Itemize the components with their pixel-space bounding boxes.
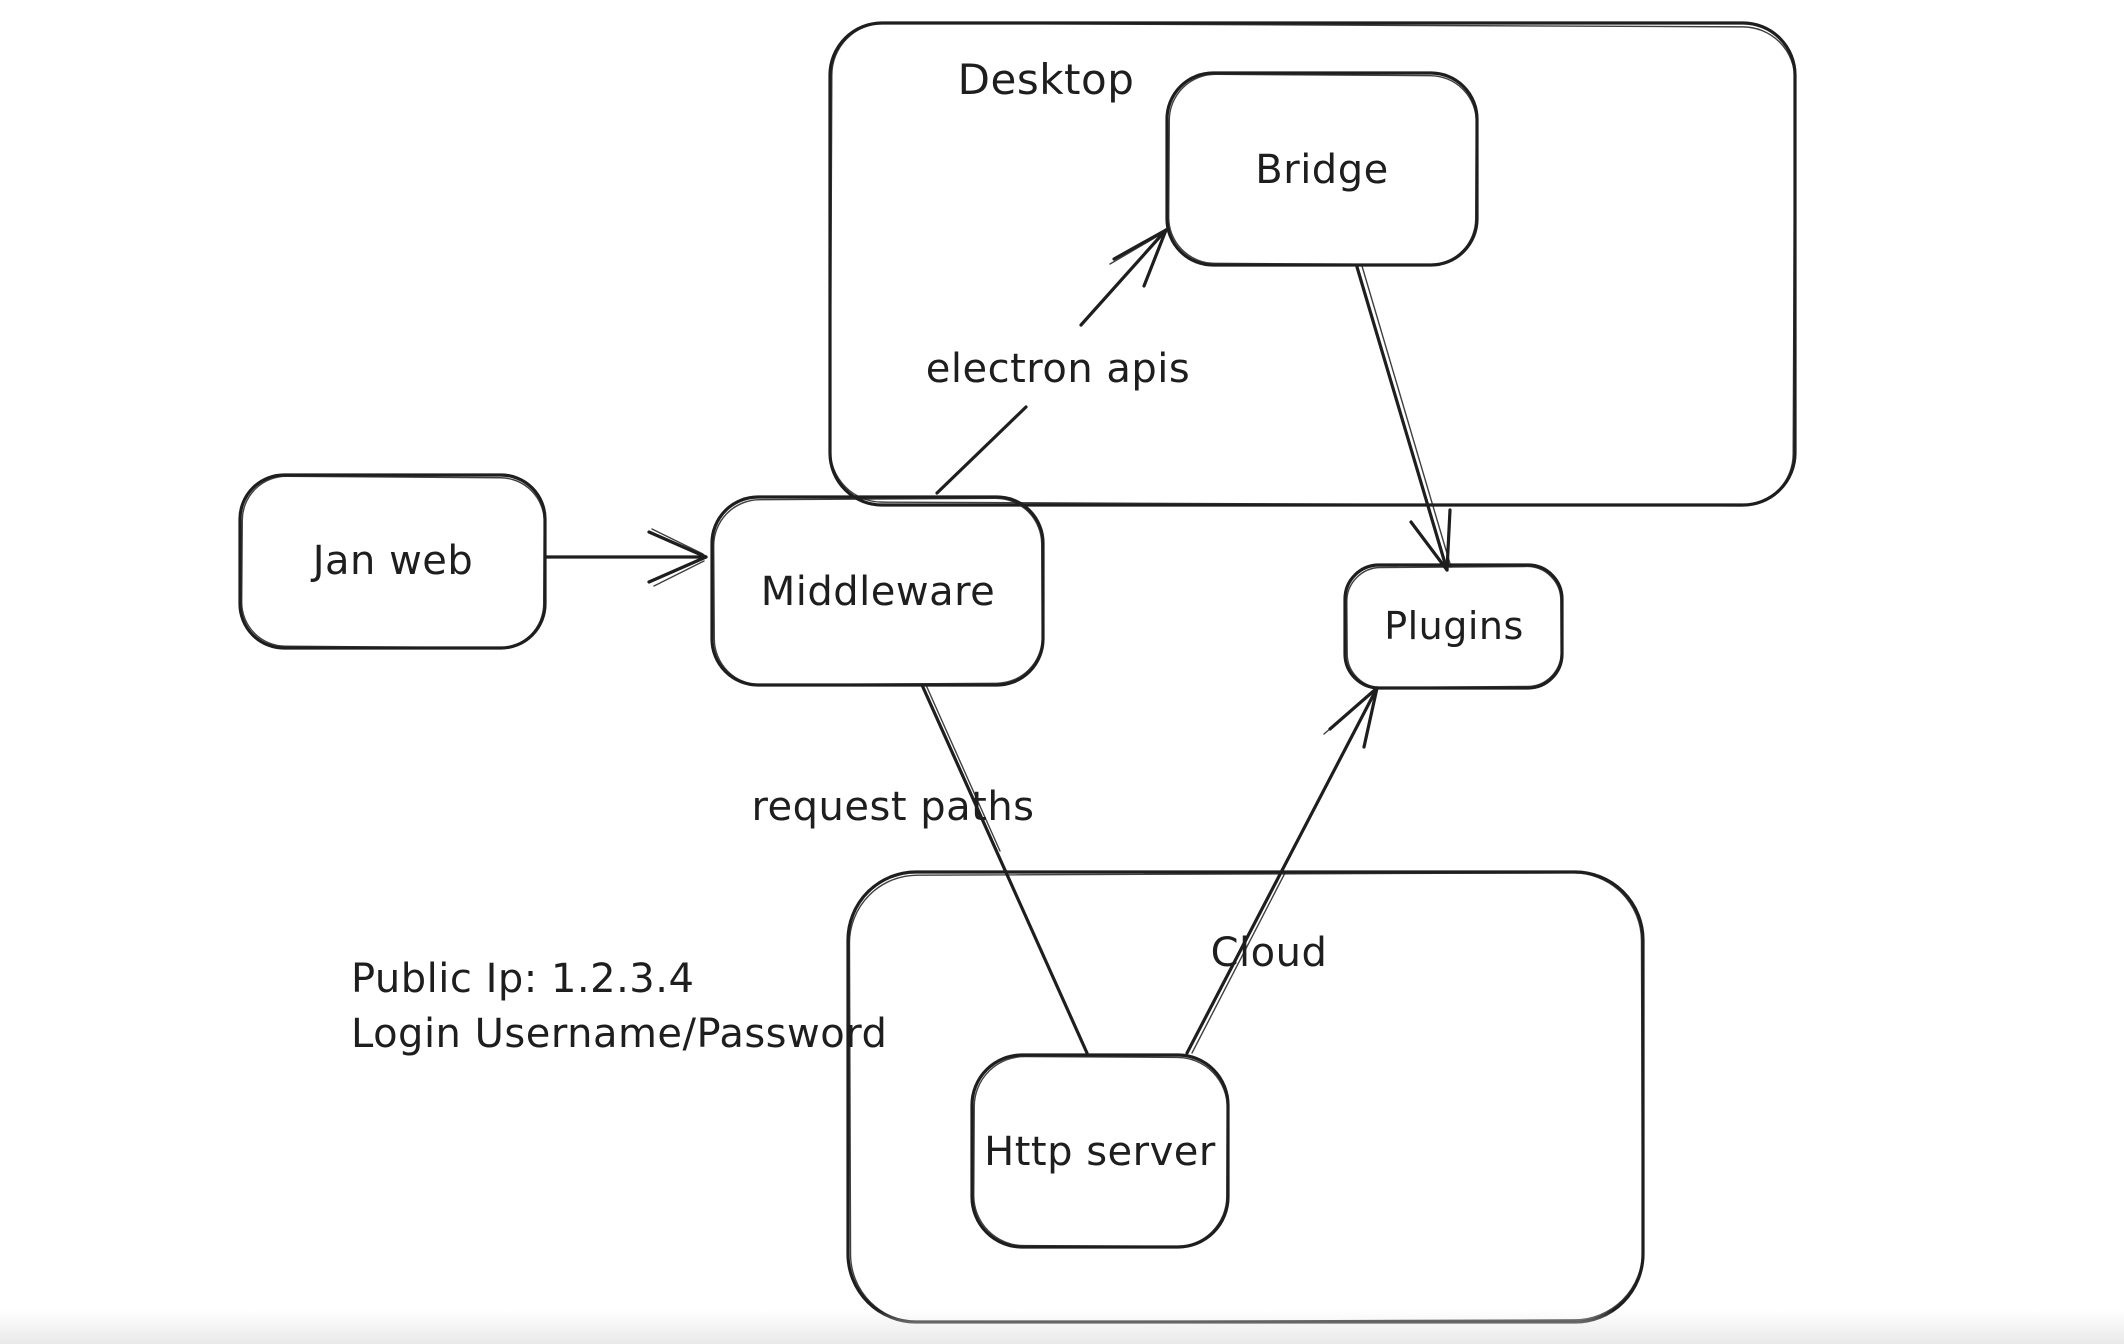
cloud-container-label: Cloud xyxy=(1210,930,1328,976)
arrow-bridge-to-plugins xyxy=(1355,265,1452,572)
plugins-node-box xyxy=(1343,563,1564,690)
arrow-bridge-to-plugins-shaft xyxy=(1355,265,1449,572)
credentials-note-login: Login Username/Password xyxy=(351,1011,888,1058)
desktop-container-label: Desktop xyxy=(957,54,1135,104)
desktop-container-box xyxy=(828,21,1797,507)
arrow-bridge-to-plugins-head-icon xyxy=(1409,508,1452,572)
credentials-note-public-ip: Public Ip: 1.2.3.4 xyxy=(351,956,695,1002)
desktop-container-box-sketch-stroke xyxy=(829,22,1796,507)
bridge-node-label: Bridge xyxy=(1255,147,1389,193)
arrow-jan-web-to-middleware xyxy=(543,528,708,587)
http-server-node-label: Http server xyxy=(984,1129,1216,1175)
middleware-node-box-sketch-stroke xyxy=(713,497,1043,686)
arrow-http-server-to-plugins-shaft-sketch xyxy=(1191,872,1286,1054)
electron-apis-edge-label: electron apis xyxy=(925,346,1191,392)
arrow-middleware-to-bridge-head-icon xyxy=(1112,228,1168,288)
line-middleware-to-http-server xyxy=(920,683,1089,1055)
line-middleware-to-http-server-sketch xyxy=(925,684,1001,852)
arrow-bridge-to-plugins-shaft-sketch xyxy=(1361,265,1452,568)
arrow-jan-web-to-middleware-head-icon xyxy=(647,530,708,584)
middleware-node-label: Middleware xyxy=(760,569,996,615)
credentials-note: Public Ip: 1.2.3.4 Login Username/Passwo… xyxy=(351,952,887,1062)
plugins-node-label: Plugins xyxy=(1384,604,1524,649)
jan-web-node-box-sketch-stroke xyxy=(241,475,545,649)
jan-web-node-box xyxy=(238,473,547,650)
jan-web-node-label: Jan web xyxy=(312,538,474,584)
arrow-http-server-to-plugins-head-icon xyxy=(1328,686,1379,749)
arrow-middleware-to-bridge xyxy=(935,228,1168,495)
http-server-node-box xyxy=(970,1053,1230,1249)
arrow-http-server-to-plugins-head-sketch xyxy=(1323,691,1374,735)
arrow-http-server-to-plugins xyxy=(1185,686,1379,1055)
middleware-node-box xyxy=(710,495,1045,687)
line-middleware-to-http-server-shaft xyxy=(920,683,1089,1055)
arrow-middleware-to-bridge-head-sketch xyxy=(1109,232,1164,265)
arrow-middleware-to-bridge-shaft xyxy=(935,228,1168,495)
bridge-node-box xyxy=(1165,71,1479,267)
arrow-jan-web-to-middleware-head-sketch xyxy=(651,528,705,587)
bridge-node-box-sketch-stroke xyxy=(1168,73,1477,266)
arrow-http-server-to-plugins-shaft xyxy=(1185,686,1379,1055)
http-server-node-box-sketch-stroke xyxy=(973,1055,1228,1248)
plugins-node-box-sketch-stroke xyxy=(1346,565,1562,689)
request-paths-edge-label: request paths xyxy=(751,784,1035,830)
